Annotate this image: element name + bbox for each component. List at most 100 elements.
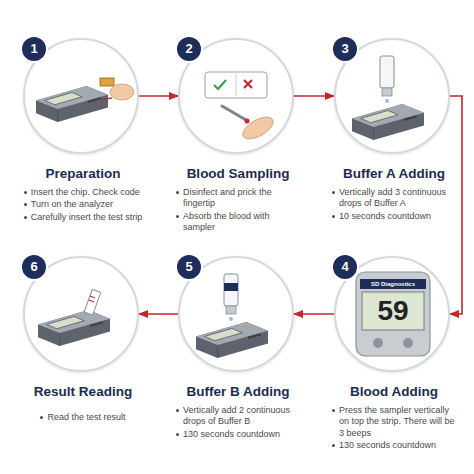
result-line bbox=[89, 300, 94, 302]
bullet-text: Vertically add 3 continuous drops of Buf… bbox=[339, 187, 456, 210]
bullet-dot bbox=[40, 416, 43, 419]
step-bullets: Vertically add 2 continuous drops of Buf… bbox=[176, 405, 300, 441]
step-title: Blood Sampling bbox=[173, 166, 303, 182]
bullet-text: 130 seconds countdown bbox=[183, 429, 280, 440]
bullet-dot bbox=[176, 215, 179, 218]
analyzer-screen bbox=[362, 292, 424, 330]
buffer-bottle bbox=[380, 56, 394, 88]
step-number: 6 bbox=[20, 253, 48, 281]
analyzer-drawing bbox=[196, 322, 268, 358]
step-number: 1 bbox=[20, 35, 48, 63]
bottle-tip bbox=[382, 88, 392, 96]
brand-band bbox=[360, 279, 426, 289]
bullet-dot bbox=[24, 191, 27, 194]
analyzer-drawing bbox=[36, 86, 108, 122]
finger-drawing bbox=[239, 113, 276, 144]
brand-text: SD Diagnostics bbox=[360, 279, 426, 289]
bullet-row: 10 seconds countdown bbox=[332, 211, 456, 222]
step-caption: Blood AddingPress the sampler vertically… bbox=[329, 384, 459, 452]
step-bullets: Vertically add 3 continuous drops of Buf… bbox=[332, 187, 456, 223]
bullet-row: 130 seconds countdown bbox=[176, 429, 300, 440]
step-circle: 1PreparationInsert the chip. Check codeT… bbox=[23, 38, 139, 154]
flow-arrow bbox=[450, 96, 462, 314]
bullet-dot bbox=[176, 433, 179, 436]
result-line bbox=[90, 296, 95, 298]
flow-arrow bbox=[139, 313, 178, 315]
step-caption: Blood SamplingDisinfect and prick the fi… bbox=[173, 166, 303, 234]
bullet-dot bbox=[332, 409, 335, 412]
buffer-drop bbox=[229, 317, 233, 321]
step-number: 5 bbox=[175, 253, 203, 281]
bottle-tip bbox=[226, 306, 236, 314]
bullet-text: Vertically add 2 continuous drops of Buf… bbox=[183, 405, 300, 428]
analyzer-front bbox=[356, 272, 430, 356]
test-strip bbox=[84, 289, 101, 315]
bullet-dot bbox=[332, 215, 335, 218]
bullet-row: Press the sampler vertically on top the … bbox=[332, 405, 456, 439]
hand-drawing bbox=[110, 84, 134, 100]
step-bullets: Disinfect and prick the fingertipAbsorb … bbox=[176, 187, 300, 234]
bullet-dot bbox=[176, 409, 179, 412]
card-divider bbox=[236, 74, 237, 96]
bullet-row: Disinfect and prick the fingertip bbox=[176, 187, 300, 210]
bullet-row: 130 seconds countdown bbox=[332, 440, 456, 451]
sampler-drawing bbox=[222, 106, 246, 120]
flow-arrow bbox=[294, 313, 334, 315]
bullet-text: Turn on the analyzer bbox=[31, 199, 113, 210]
bottle-label bbox=[224, 283, 238, 291]
step-title: Blood Adding bbox=[329, 384, 459, 400]
flow-arrow bbox=[294, 95, 334, 97]
analyzer-drawing bbox=[38, 310, 110, 346]
step-title: Preparation bbox=[18, 166, 148, 182]
step-circle: 2Blood SamplingDisinfect and prick the f… bbox=[178, 38, 294, 154]
step-bullets: Read the test result bbox=[40, 412, 125, 424]
step-title: Result Reading bbox=[18, 384, 148, 400]
bullet-row: Carefully insert the test strip bbox=[24, 212, 143, 223]
bullet-dot bbox=[24, 203, 27, 206]
bullet-text: 10 seconds countdown bbox=[339, 211, 431, 222]
bullet-text: Press the sampler vertically on top the … bbox=[339, 405, 456, 439]
step-number: 3 bbox=[331, 35, 359, 63]
bullet-dot bbox=[24, 216, 27, 219]
analyzer-drawing bbox=[352, 104, 424, 140]
bullet-row: Vertically add 3 continuous drops of Buf… bbox=[332, 187, 456, 210]
check-mark bbox=[214, 80, 226, 89]
bullet-text: Absorb the blood with sampler bbox=[183, 211, 300, 234]
step-title: Buffer A Adding bbox=[329, 166, 459, 182]
step-bullets: Press the sampler vertically on top the … bbox=[332, 405, 456, 452]
insert-hint bbox=[100, 98, 112, 100]
buffer-bottle bbox=[224, 274, 238, 306]
bullet-text: Carefully insert the test strip bbox=[31, 212, 143, 223]
bullet-dot bbox=[332, 191, 335, 194]
step-caption: PreparationInsert the chip. Check codeTu… bbox=[18, 166, 148, 224]
code-chip bbox=[100, 78, 114, 86]
bullet-row: Read the test result bbox=[40, 412, 125, 423]
analyzer-button bbox=[403, 338, 413, 348]
step-circle: 5Buffer B AddingVertically add 2 continu… bbox=[178, 256, 294, 372]
bullet-row: Insert the chip. Check code bbox=[24, 187, 143, 198]
cross-mark bbox=[244, 80, 252, 88]
step-number: 2 bbox=[175, 35, 203, 63]
bullet-row: Absorb the blood with sampler bbox=[176, 211, 300, 234]
sample-card bbox=[205, 72, 267, 98]
bullet-text: Disinfect and prick the fingertip bbox=[183, 187, 300, 210]
bullet-dot bbox=[332, 444, 335, 447]
step-title: Buffer B Adding bbox=[173, 384, 303, 400]
bullet-text: 130 seconds countdown bbox=[339, 440, 436, 451]
analyzer-button bbox=[373, 338, 383, 348]
step-number: 4 bbox=[331, 253, 359, 281]
step-caption: Buffer B AddingVertically add 2 continuo… bbox=[173, 384, 303, 441]
step-caption: Result ReadingRead the test result bbox=[18, 384, 148, 424]
bullet-row: Turn on the analyzer bbox=[24, 199, 143, 210]
step-bullets: Insert the chip. Check codeTurn on the a… bbox=[24, 187, 143, 224]
bullet-text: Insert the chip. Check code bbox=[31, 187, 140, 198]
step-caption: Buffer A AddingVertically add 3 continuo… bbox=[329, 166, 459, 223]
step-circle: 6Result ReadingRead the test result bbox=[23, 256, 139, 372]
bullet-dot bbox=[176, 191, 179, 194]
step-circle: 3Buffer A AddingVertically add 3 continu… bbox=[334, 38, 450, 154]
buffer-drop bbox=[385, 99, 389, 103]
bullet-text: Read the test result bbox=[47, 412, 125, 423]
bullet-row: Vertically add 2 continuous drops of Buf… bbox=[176, 405, 300, 428]
